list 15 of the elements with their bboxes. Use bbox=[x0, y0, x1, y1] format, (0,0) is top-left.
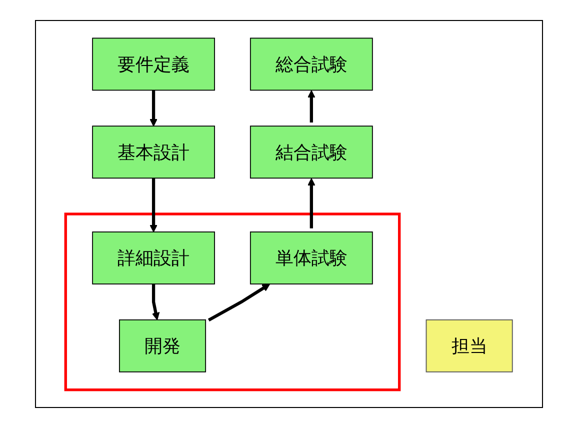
node-box: 結合試験 bbox=[250, 126, 373, 179]
arrow bbox=[150, 90, 158, 126]
arrow bbox=[208, 284, 270, 322]
cluster bbox=[64, 212, 401, 392]
node-box: 開発 bbox=[119, 319, 206, 372]
node-box: 要件定義 bbox=[92, 38, 215, 91]
node-box: 基本設計 bbox=[92, 126, 215, 179]
node-box: 総合試験 bbox=[250, 38, 373, 91]
arrow bbox=[150, 178, 158, 232]
arrow bbox=[152, 284, 160, 320]
arrow bbox=[307, 90, 316, 122]
node-box: 担当 bbox=[426, 319, 513, 372]
node-box: 単体試験 bbox=[250, 232, 373, 284]
node-box: 詳細設計 bbox=[92, 232, 215, 284]
arrow bbox=[307, 178, 316, 228]
